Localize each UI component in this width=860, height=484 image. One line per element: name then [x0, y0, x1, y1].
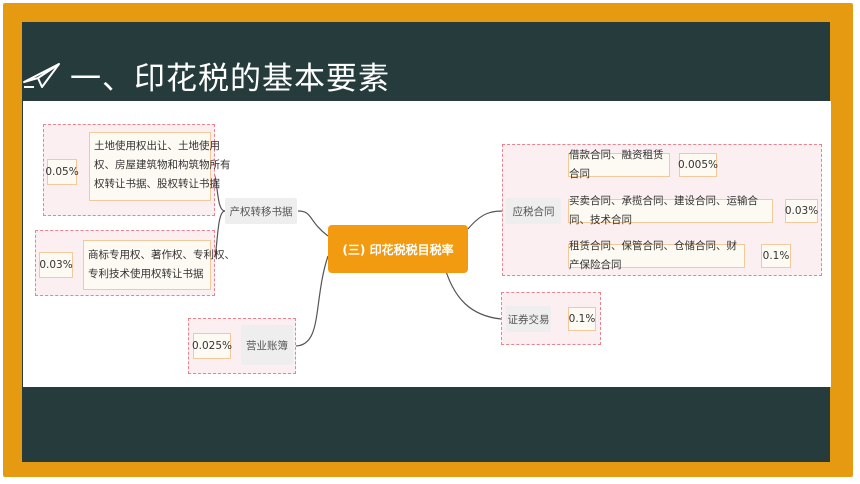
- node-property-transfer: 产权转移书据: [225, 198, 297, 224]
- rate-card-0.005: 0.005%: [678, 153, 718, 177]
- slide-title: 一、印花税的基本要素: [22, 52, 390, 98]
- text-line: 土地使用权出让、土地使用: [94, 140, 220, 152]
- rate-card-0.1-securities: 0.1%: [568, 307, 596, 331]
- rate-card-0.025: 0.025%: [192, 333, 232, 359]
- node-securities-trading: 证券交易: [506, 306, 551, 332]
- card-land-house-equity: 土地使用权出让、土地使用 权、房屋建筑物和构筑物所有 权转让书据、股权转让书据: [89, 132, 231, 201]
- mindmap-image: 0.05% 土地使用权出让、土地使用 权、房屋建筑物和构筑物所有 权转让书据、股…: [23, 101, 831, 387]
- text-line: 专利技术使用权转让书据: [88, 268, 204, 280]
- text-line: 权转让书据、股权转让书据: [94, 178, 220, 190]
- rate-card-0.03-left: 0.03%: [39, 252, 73, 278]
- rate-card-0.05: 0.05%: [45, 159, 79, 185]
- node-business-ledger: 营业账簿: [241, 325, 293, 365]
- slide-title-text: 一、印花税的基本要素: [70, 60, 390, 97]
- card-trademark-patent: 商标专用权、著作权、专利权、 专利技术使用权转让书据: [83, 240, 235, 290]
- text-line: 商标专用权、著作权、专利权、: [88, 249, 235, 261]
- card-sales-contracts: 买卖合同、承揽合同、建设合同、运输合同、技术合同: [568, 195, 773, 226]
- root-node: (三) 印花税税目税率: [328, 225, 468, 273]
- text-line: 权、房屋建筑物和构筑物所有: [94, 159, 231, 171]
- card-lease-contracts: 租赁合同、保管合同、仓储合同、财产保险合同: [568, 240, 745, 271]
- rate-card-0.03-right: 0.03%: [785, 199, 818, 223]
- node-taxable-contracts: 应税合同: [506, 198, 561, 224]
- paper-plane-icon: [23, 63, 60, 88]
- rate-card-0.1-contracts: 0.1%: [761, 244, 791, 268]
- card-loan-contracts: 借款合同、融资租赁合同: [568, 149, 670, 180]
